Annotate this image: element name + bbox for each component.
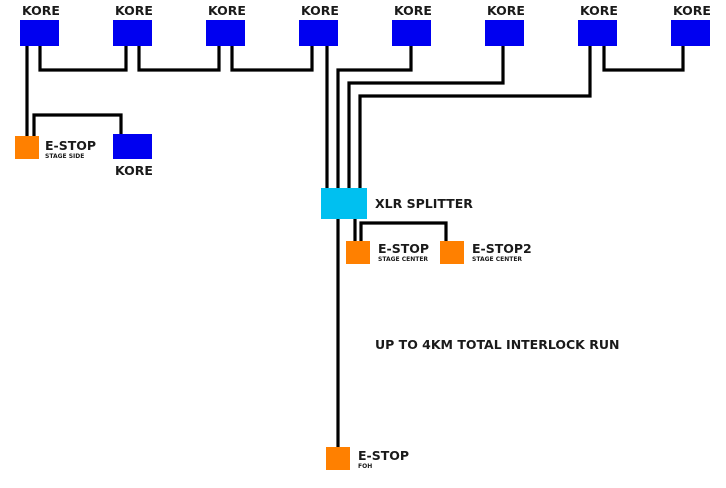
kore-box-1[interactable] <box>20 20 59 46</box>
wire-kore1-kore2 <box>38 46 128 72</box>
kore-box-6[interactable] <box>485 20 524 46</box>
estop-subtitle-foh: FOH <box>358 463 372 470</box>
xlr-splitter-label: XLR SPLITTER <box>375 196 473 211</box>
kore-box-2[interactable] <box>113 20 152 46</box>
wire-estop-side-kore <box>32 113 123 138</box>
estop-title-stage-side: E-STOP <box>45 138 96 153</box>
kore-label-5: KORE <box>394 3 432 18</box>
wires <box>25 46 685 448</box>
kore-label-6: KORE <box>487 3 525 18</box>
xlr-splitter-box[interactable] <box>321 188 367 219</box>
kore-label-side: KORE <box>115 163 153 178</box>
kore-box-3[interactable] <box>206 20 245 46</box>
wire-kore6-splitter <box>347 46 505 190</box>
wire-kore3-kore4 <box>230 46 314 72</box>
estop-title-stage-center-1: E-STOP <box>378 241 429 256</box>
kore-box-8[interactable] <box>671 20 710 46</box>
estop-box-stage-side[interactable] <box>15 136 39 159</box>
estop-title-stage-center-2: E-STOP2 <box>472 241 532 256</box>
kore-label-1: KORE <box>22 3 60 18</box>
kore-label-3: KORE <box>208 3 246 18</box>
kore-label-4: KORE <box>301 3 339 18</box>
estop-subtitle-stage-center-1: STAGE CENTER <box>378 256 428 263</box>
estop-box-stage-center-2[interactable] <box>440 241 464 264</box>
kore-box-7[interactable] <box>578 20 617 46</box>
wire-kore5-splitter <box>336 46 413 190</box>
wire-kore2-kore3 <box>137 46 221 72</box>
estop-box-stage-center-1[interactable] <box>346 241 370 264</box>
kore-label-2: KORE <box>115 3 153 18</box>
wire-kore7-kore8 <box>602 46 685 72</box>
estop-subtitle-stage-center-2: STAGE CENTER <box>472 256 522 263</box>
kore-box-side[interactable] <box>113 134 152 159</box>
wire-kore7-splitter <box>358 46 592 190</box>
estop-box-foh[interactable] <box>326 447 350 470</box>
top-kore-row: KORE KORE KORE KORE KORE KORE KORE KORE <box>20 3 711 46</box>
estop-title-foh: E-STOP <box>358 448 409 463</box>
kore-box-5[interactable] <box>392 20 431 46</box>
kore-box-4[interactable] <box>299 20 338 46</box>
interlock-run-note: UP TO 4KM TOTAL INTERLOCK RUN <box>375 337 619 352</box>
estop-subtitle-stage-side: STAGE SIDE <box>45 153 84 160</box>
wire-estop-center-estop2 <box>359 221 448 242</box>
kore-label-8: KORE <box>673 3 711 18</box>
kore-label-7: KORE <box>580 3 618 18</box>
